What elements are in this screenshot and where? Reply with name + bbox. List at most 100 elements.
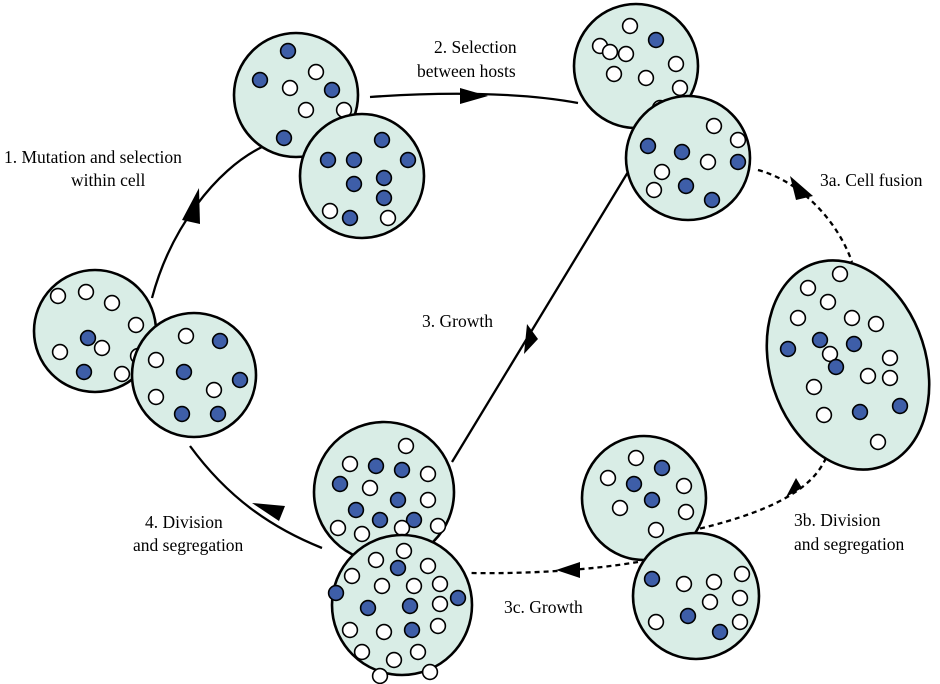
wildtype-organelle <box>871 435 886 450</box>
mutant-organelle <box>343 211 358 226</box>
wildtype-organelle <box>701 155 716 170</box>
fused-cell-group <box>741 239 940 491</box>
wildtype-organelle <box>369 553 384 568</box>
wildtype-organelle <box>817 408 832 423</box>
wildtype-organelle <box>861 369 876 384</box>
wildtype-organelle <box>423 665 438 680</box>
wildtype-organelle <box>323 204 338 219</box>
wildtype-organelle <box>283 81 298 96</box>
wildtype-organelle <box>309 65 324 80</box>
mutant-organelle <box>213 334 228 349</box>
wildtype-organelle <box>821 295 836 310</box>
wildtype-organelle <box>883 351 898 366</box>
mutant-organelle <box>77 365 92 380</box>
mutant-organelle <box>333 477 348 492</box>
wildtype-organelle <box>407 579 422 594</box>
wildtype-organelle <box>639 71 654 86</box>
wildtype-organelle <box>79 285 94 300</box>
wildtype-organelle <box>387 653 402 668</box>
label-step3c: 3c. Growth <box>504 597 583 617</box>
wildtype-organelle <box>613 501 628 516</box>
wildtype-organelle <box>607 67 622 82</box>
mutant-organelle <box>391 493 406 508</box>
label-step3: 3. Growth <box>422 311 493 331</box>
wildtype-organelle <box>801 281 816 296</box>
wildtype-organelle <box>869 317 884 332</box>
wildtype-organelle <box>95 341 110 356</box>
mutant-organelle <box>405 623 420 638</box>
wildtype-organelle <box>363 481 378 496</box>
mutant-organelle <box>281 44 296 59</box>
arrowhead-step3 <box>524 324 538 354</box>
cell-pair-right-top <box>574 4 750 220</box>
mutant-organelle <box>713 625 728 640</box>
wildtype-organelle <box>655 165 670 180</box>
label-step3b-line2: and segregation <box>794 534 905 554</box>
wildtype-organelle <box>707 575 722 590</box>
mutant-organelle <box>375 133 390 148</box>
wildtype-organelle <box>883 371 898 386</box>
mutant-organelle <box>211 407 226 422</box>
wildtype-organelle <box>421 467 436 482</box>
wildtype-organelle <box>399 439 414 454</box>
wildtype-organelle <box>105 296 120 311</box>
wildtype-organelle <box>397 544 412 559</box>
arrowhead-step1 <box>182 188 200 224</box>
label-step4-line2: and segregation <box>133 535 244 555</box>
wildtype-organelle <box>731 133 746 148</box>
label-step1-line2: within cell <box>71 170 145 190</box>
mutant-organelle <box>347 177 362 192</box>
wildtype-organelle <box>299 103 314 118</box>
mutant-organelle <box>401 153 416 168</box>
mutant-organelle <box>175 407 190 422</box>
mutant-organelle <box>813 333 828 348</box>
mutant-organelle <box>641 139 656 154</box>
mutant-organelle <box>731 155 746 170</box>
mutant-organelle <box>649 33 664 48</box>
wildtype-organelle <box>411 645 426 660</box>
mutant-organelle <box>847 337 862 352</box>
wildtype-organelle <box>355 527 370 542</box>
mutant-organelle <box>627 477 642 492</box>
wildtype-organelle <box>381 211 396 226</box>
arrowhead-step2 <box>460 88 488 104</box>
wildtype-organelle <box>331 521 346 536</box>
label-step2-line1: 2. Selection <box>434 37 517 57</box>
mutant-organelle <box>675 145 690 160</box>
wildtype-organelle <box>431 519 446 534</box>
top-front-cell <box>300 114 424 238</box>
label-step2-line2: between hosts <box>417 61 516 81</box>
wildtype-organelle <box>677 577 692 592</box>
mutant-organelle <box>681 609 696 624</box>
wildtype-organelle <box>629 451 644 466</box>
wildtype-organelle <box>833 267 848 282</box>
mutant-organelle <box>373 513 388 528</box>
path-step1 <box>152 147 262 298</box>
wildtype-organelle <box>421 493 436 508</box>
wildtype-organelle <box>673 81 688 96</box>
wildtype-organelle <box>129 318 144 333</box>
wildtype-organelle <box>791 311 806 326</box>
mutant-organelle <box>645 493 660 508</box>
wildtype-organelle <box>51 289 66 304</box>
wildtype-organelle <box>149 390 164 405</box>
wildtype-organelle <box>345 569 360 584</box>
wildtype-organelle <box>53 345 68 360</box>
mutant-organelle <box>369 459 384 474</box>
wildtype-organelle <box>373 669 388 684</box>
mutant-organelle <box>325 83 340 98</box>
wildtype-organelle <box>421 559 436 574</box>
mutant-organelle <box>329 586 344 601</box>
wildtype-organelle <box>677 479 692 494</box>
mutant-organelle <box>395 463 410 478</box>
wildtype-organelle <box>649 615 664 630</box>
cell-pair-right-bottom <box>582 436 759 659</box>
arrowhead-step3a <box>790 176 813 200</box>
wildtype-organelle <box>733 615 748 630</box>
mutant-organelle <box>451 591 466 606</box>
mutant-organelle <box>349 503 364 518</box>
wildtype-organelle <box>377 625 392 640</box>
mutant-organelle <box>679 179 694 194</box>
mutant-organelle <box>645 572 660 587</box>
